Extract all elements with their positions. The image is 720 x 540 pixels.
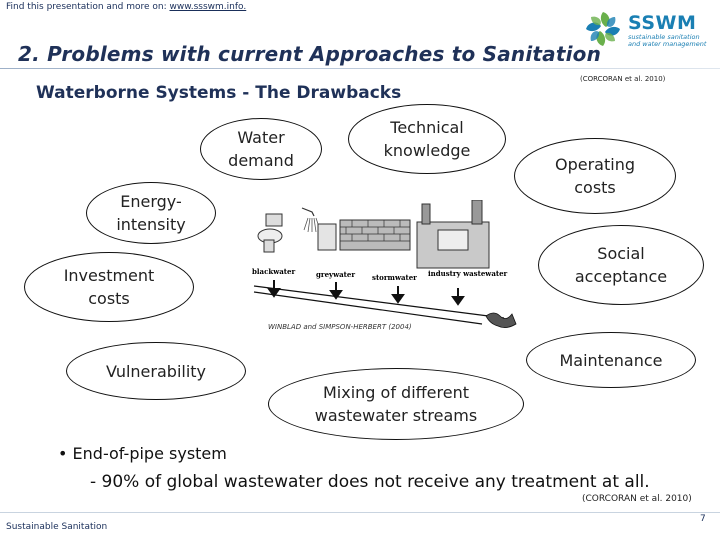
sswm-logo: SSWM sustainable sanitation and water ma… <box>582 8 712 54</box>
oval-social-acceptance: Social acceptance <box>538 225 704 305</box>
citation-bottom: (CORCORAN et al. 2010) <box>582 494 692 504</box>
oval-water-demand: Water demand <box>200 118 322 180</box>
oval-technical-knowledge-label: Technical knowledge <box>383 118 471 160</box>
logo-tagline-line1: sustainable sanitation <box>628 33 700 41</box>
oval-water-demand-label: Water demand <box>228 128 294 170</box>
oval-energy-intensity: Energy-intensity <box>86 182 216 244</box>
sswm-logo-icon <box>586 12 620 46</box>
oval-social-acceptance-label: Social acceptance <box>574 244 668 286</box>
oval-technical-knowledge: Technical knowledge <box>348 104 506 174</box>
factory-icon <box>416 200 490 269</box>
oval-vulnerability-label: Vulnerability <box>105 361 207 381</box>
oval-mixing-wastewater: Mixing of different wastewater streams <box>268 368 524 440</box>
bullet-marker: • <box>58 444 73 463</box>
oval-operating-costs-label: Operating costs <box>555 155 635 197</box>
citation-top: (CORCORAN et al. 2010) <box>580 75 666 83</box>
logo-tagline: sustainable sanitation and water managem… <box>628 34 706 48</box>
label-blackwater: blackwater <box>252 267 295 276</box>
brick-wall-icon <box>339 219 411 251</box>
label-stormwater: stormwater <box>372 273 417 282</box>
oval-mixing-wastewater-label: Mixing of different wastewater streams <box>314 383 478 425</box>
footer-divider <box>0 512 720 513</box>
toilet-icon <box>257 213 283 253</box>
page-number: 7 <box>700 514 706 524</box>
drain-pipe <box>253 285 517 328</box>
logo-name: SSWM <box>628 12 697 34</box>
wastewater-diagram: blackwater greywater stormwater industry… <box>252 200 517 328</box>
website-link[interactable]: www.ssswm.info. <box>169 2 247 12</box>
shower-icon <box>301 207 337 251</box>
bullet-end-of-pipe: • End-of-pipe system <box>58 444 227 463</box>
oval-investment-costs-label: Investment costs <box>63 266 155 308</box>
section-subtitle: Waterborne Systems - The Drawbacks <box>36 83 402 103</box>
label-greywater: greywater <box>316 270 355 279</box>
logo-tagline-line2: and water management <box>628 40 707 48</box>
bullet-end-of-pipe-text: End-of-pipe system <box>72 444 227 463</box>
diagram-caption: WINBLAD and SIMPSON-HERBERT (2004) <box>268 323 412 331</box>
oval-investment-costs: Investment costs <box>24 252 194 322</box>
oval-energy-intensity-label: Energy-intensity <box>116 192 186 234</box>
oval-operating-costs: Operating costs <box>514 138 676 214</box>
label-industry-wastewater: industry wastewater <box>428 269 508 278</box>
oval-maintenance: Maintenance <box>526 332 696 388</box>
find-more-label: Find this presentation and more on: <box>6 2 170 12</box>
slide-title: 2. Problems with current Approaches to S… <box>18 42 602 66</box>
find-more-text: Find this presentation and more on: www.… <box>6 2 246 12</box>
subbullet-treatment: - 90% of global wastewater does not rece… <box>90 472 650 492</box>
footer-label: Sustainable Sanitation <box>6 522 108 532</box>
title-divider <box>0 68 720 69</box>
oval-vulnerability: Vulnerability <box>66 342 246 400</box>
oval-maintenance-label: Maintenance <box>559 350 663 370</box>
